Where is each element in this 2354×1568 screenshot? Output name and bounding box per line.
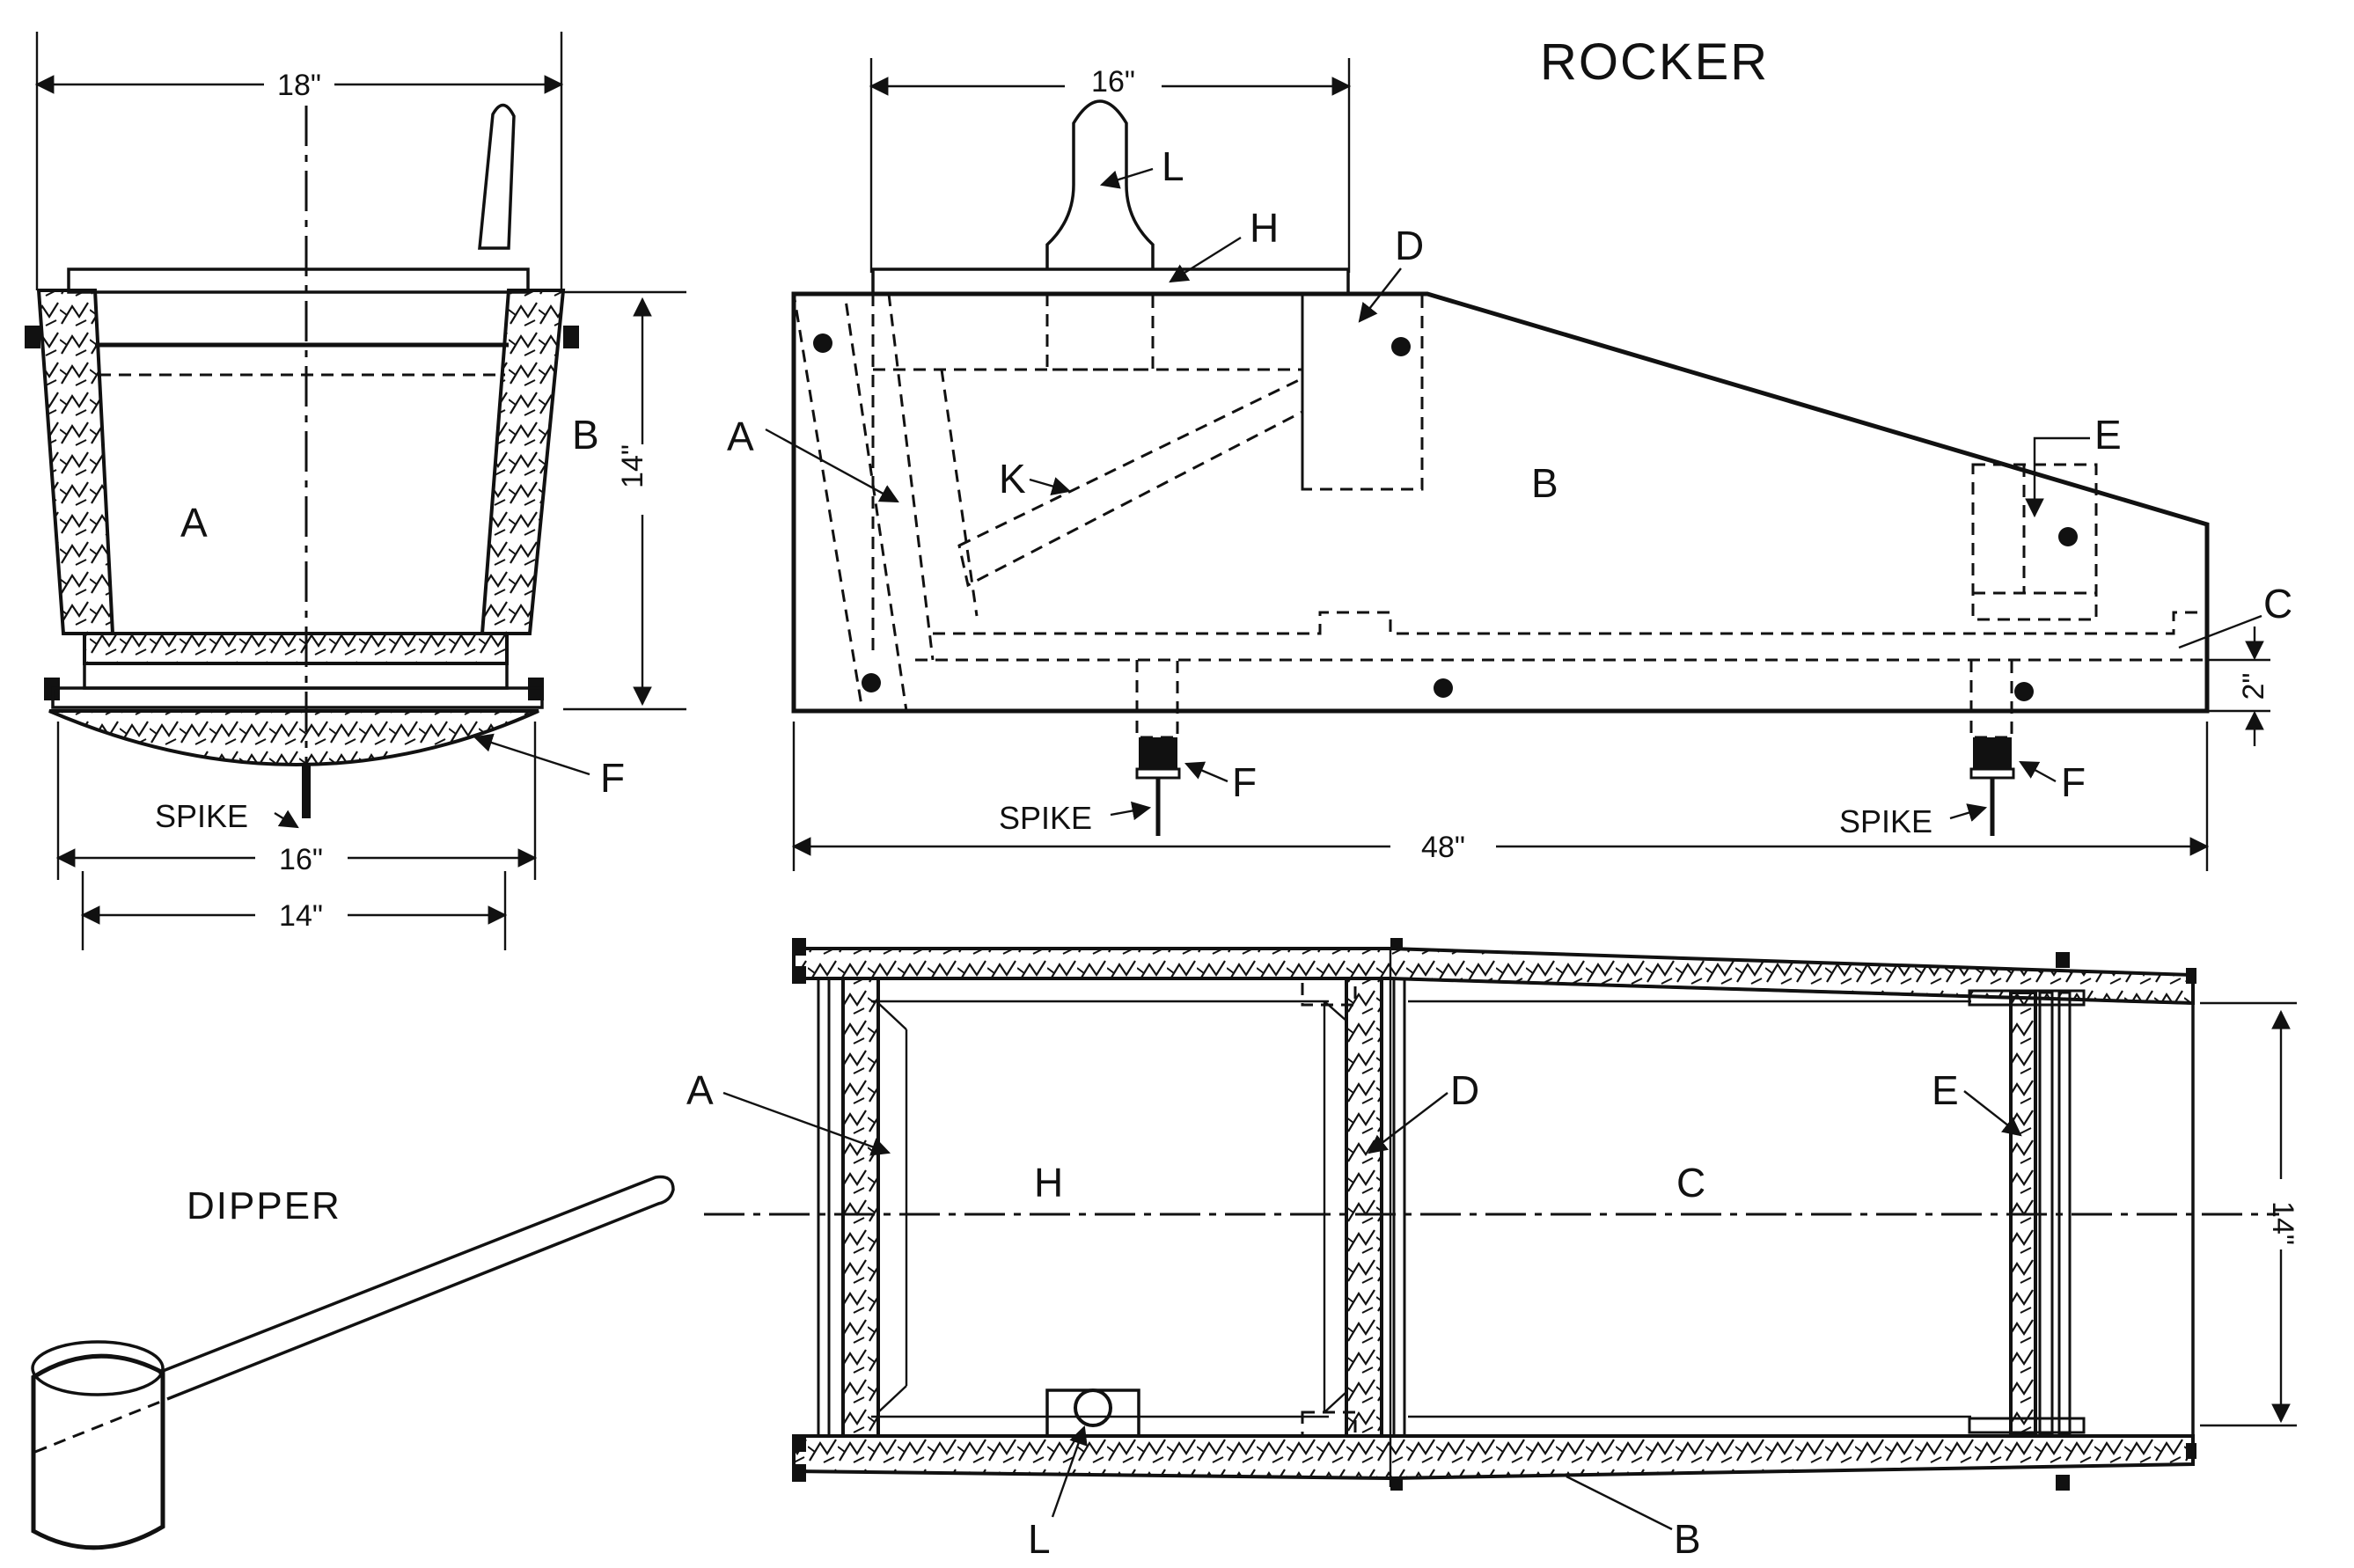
plan-dim-width: 14" xyxy=(2266,1201,2299,1245)
end-label-b: B xyxy=(572,412,599,458)
dipper-cup xyxy=(31,1353,165,1550)
plan-label-a: A xyxy=(686,1067,714,1113)
end-dim-top: 18" xyxy=(277,69,321,102)
side-dim-length: 48" xyxy=(1421,831,1465,864)
end-label-spike: SPIKE xyxy=(155,798,248,834)
side-label-h: H xyxy=(1250,205,1279,251)
plan-label-l: L xyxy=(1028,1516,1051,1562)
side-dim-hopper: 16" xyxy=(1091,65,1135,99)
end-dim-bottom-outer: 16" xyxy=(279,843,323,876)
end-dim-height: 14" xyxy=(616,444,649,488)
side-label-k: K xyxy=(999,456,1026,502)
side-body xyxy=(791,291,2210,714)
side-label-d: D xyxy=(1395,223,1424,268)
end-left-wall xyxy=(36,289,115,635)
end-view: 18" 14" xyxy=(25,32,686,950)
side-label-e: E xyxy=(2094,412,2122,458)
end-handle xyxy=(478,103,516,250)
side-hopper xyxy=(871,267,1350,296)
plan-label-e: E xyxy=(1932,1067,1959,1113)
end-floor xyxy=(83,632,509,665)
end-rocker-shoe xyxy=(48,709,539,766)
end-right-wall xyxy=(480,289,566,635)
title-rocker: ROCKER xyxy=(1540,33,1769,91)
end-label-f: F xyxy=(600,755,625,801)
dipper-view: DIPPER xyxy=(31,1175,675,1550)
side-spike-2: SPIKE xyxy=(1839,803,1932,839)
plan-label-c: C xyxy=(1676,1160,1705,1205)
end-dim-bottom-inner: 14" xyxy=(279,899,323,933)
side-label-f1: F xyxy=(1232,759,1257,805)
end-label-a: A xyxy=(180,500,208,546)
plan-handle-socket xyxy=(1074,1388,1112,1427)
side-label-b: B xyxy=(1531,460,1558,506)
end-top-board xyxy=(67,267,530,294)
dipper-handle xyxy=(158,1175,675,1401)
side-dim-step: 2" xyxy=(2237,673,2270,700)
plan-label-b: B xyxy=(1674,1516,1701,1562)
side-spike-1: SPIKE xyxy=(999,800,1092,836)
side-label-c: C xyxy=(2263,581,2292,626)
side-label-a: A xyxy=(727,414,754,459)
side-handle xyxy=(1045,99,1155,269)
plan-view: 14" A H D C E L B xyxy=(686,938,2299,1562)
title-dipper: DIPPER xyxy=(187,1184,341,1227)
side-label-l: L xyxy=(1162,143,1184,189)
plan-screen xyxy=(1345,977,1383,1438)
plan-label-d: D xyxy=(1450,1067,1479,1113)
side-view: ROCKER 16" xyxy=(727,33,2292,871)
plan-side-top xyxy=(792,947,2195,1006)
side-label-f2: F xyxy=(2061,759,2086,805)
plan-end-board xyxy=(841,977,880,1438)
plan-label-h: H xyxy=(1034,1160,1063,1205)
plan-side-bottom xyxy=(792,1434,2195,1481)
